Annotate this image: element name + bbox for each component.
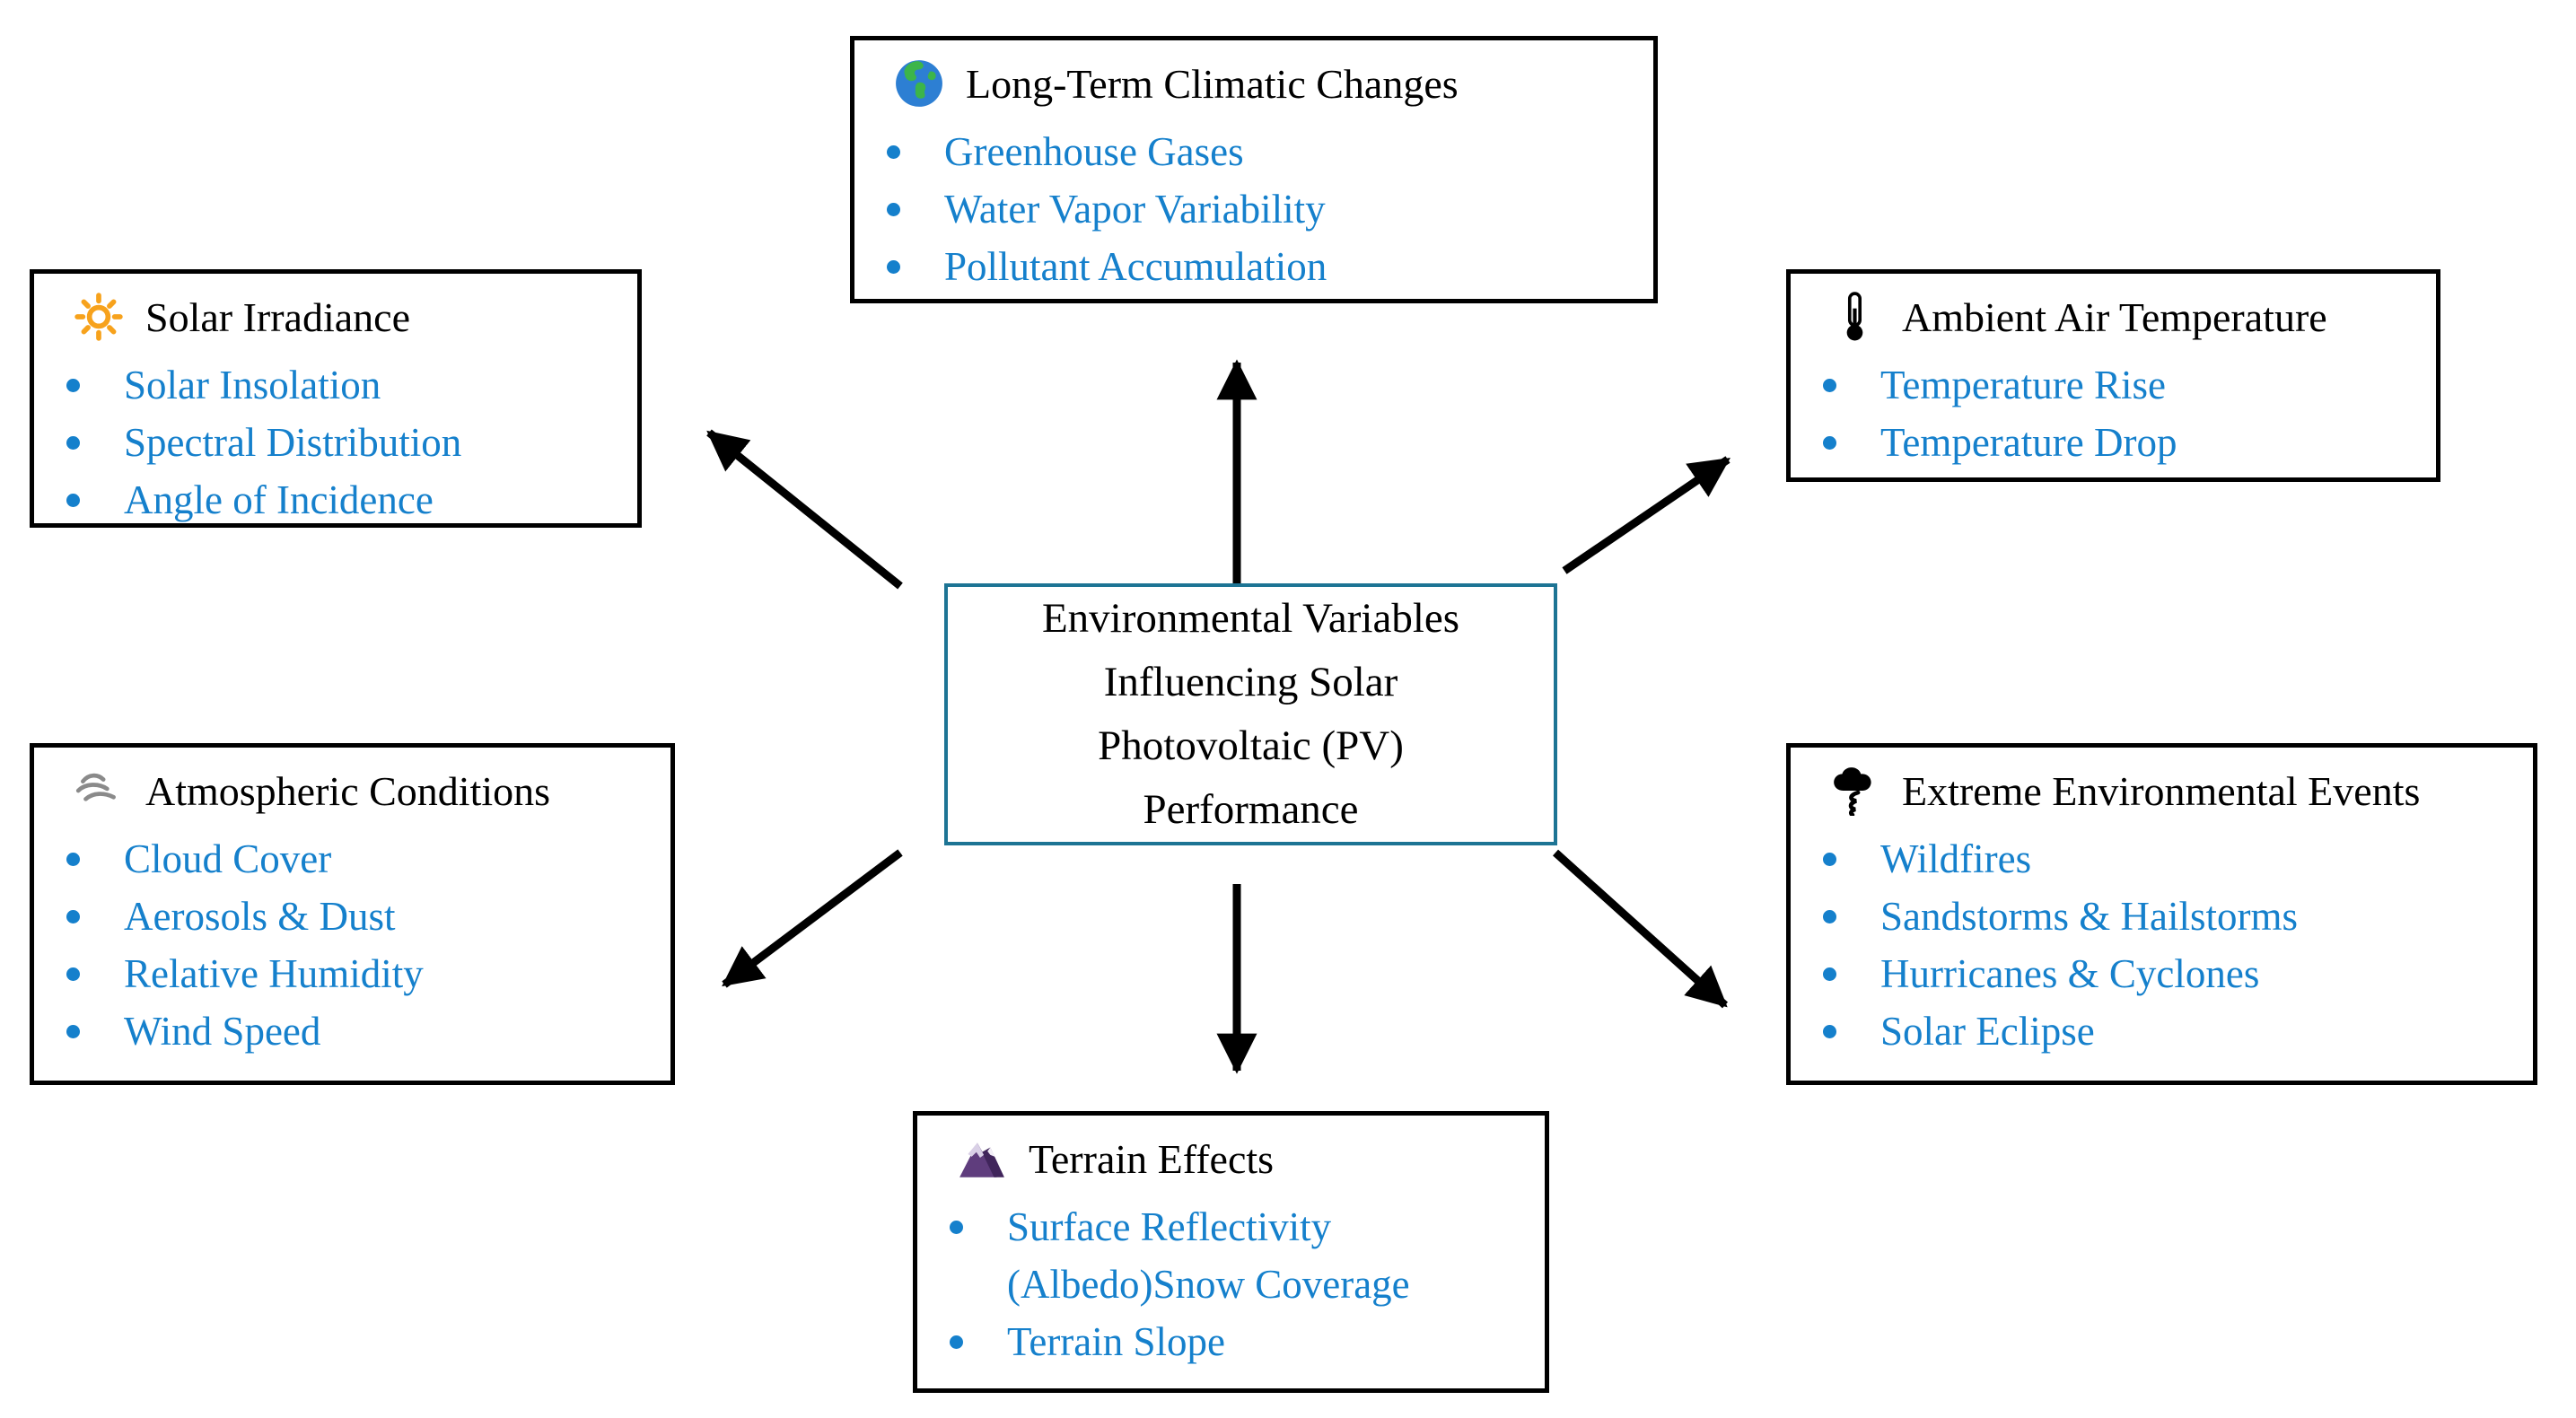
node-title: Long-Term Climatic Changes	[966, 60, 1459, 107]
list-item: Sandstorms & Hailstorms	[1791, 888, 2533, 945]
center-node-environmental-variables: Environmental Variables Influencing Sola…	[944, 583, 1557, 845]
list-item: Relative Humidity	[34, 945, 670, 1002]
list-item: Angle of Incidence	[34, 471, 637, 529]
center-line: Photovoltaic (PV)	[1098, 722, 1404, 769]
list-item: Hurricanes & Cyclones	[1791, 945, 2533, 1002]
list-item: Solar Insolation	[34, 356, 637, 414]
node-title-row: Atmospheric Conditions	[34, 748, 670, 816]
node-terrain-effects: Terrain Effects Surface Reflectivity (Al…	[913, 1111, 1549, 1393]
node-title-row: Extreme Environmental Events	[1791, 748, 2533, 816]
node-long-term-climatic-changes: Long-Term Climatic Changes Greenhouse Ga…	[850, 36, 1658, 303]
node-title: Solar Irradiance	[145, 293, 411, 340]
list-item: Spectral Distribution	[34, 414, 637, 471]
node-item-list: Wildfires Sandstorms & Hailstorms Hurric…	[1791, 830, 2533, 1060]
list-item: Cloud Cover	[34, 830, 670, 888]
list-item: Surface Reflectivity (Albedo)Snow Covera…	[917, 1198, 1545, 1313]
list-item: Solar Eclipse	[1791, 1002, 2533, 1060]
node-title-row: Ambient Air Temperature	[1791, 274, 2436, 342]
sun-icon	[74, 292, 124, 342]
node-item-list: Cloud Cover Aerosols & Dust Relative Hum…	[34, 830, 670, 1060]
list-item: Pollutant Accumulation	[854, 238, 1653, 295]
list-item: Wind Speed	[34, 1002, 670, 1060]
arrow-to-solar-irradiance	[706, 429, 903, 590]
node-title: Extreme Environmental Events	[1902, 767, 2421, 814]
node-title: Terrain Effects	[1029, 1135, 1275, 1182]
node-title: Ambient Air Temperature	[1902, 293, 2327, 340]
center-line: Environmental Variables	[1041, 595, 1460, 642]
node-atmospheric-conditions: Atmospheric Conditions Cloud Cover Aeros…	[30, 743, 675, 1085]
node-title-row: Terrain Effects	[917, 1116, 1545, 1184]
node-title-row: Solar Irradiance	[34, 274, 637, 342]
center-line: Performance	[1143, 786, 1359, 833]
list-item: Wildfires	[1791, 830, 2533, 888]
node-extreme-environmental-events: Extreme Environmental Events Wildfires S…	[1786, 743, 2537, 1085]
node-item-list: Solar Insolation Spectral Distribution A…	[34, 356, 637, 529]
globe-icon	[894, 58, 944, 109]
node-item-list: Surface Reflectivity (Albedo)Snow Covera…	[917, 1198, 1545, 1370]
mountain-icon	[957, 1134, 1007, 1184]
center-line: Influencing Solar	[1103, 659, 1398, 705]
arrow-to-atmospheric-conditions	[722, 849, 903, 988]
thermometer-icon	[1830, 292, 1880, 342]
list-item: Aerosols & Dust	[34, 888, 670, 945]
list-item: Temperature Rise	[1791, 356, 2436, 414]
node-item-list: Temperature Rise Temperature Drop	[1791, 356, 2436, 471]
arrow-to-ambient-air-temperature	[1562, 456, 1730, 574]
list-item: Temperature Drop	[1791, 414, 2436, 471]
list-item: Terrain Slope	[917, 1313, 1545, 1370]
arrow-to-extreme-environmental-events	[1552, 849, 1729, 1009]
node-solar-irradiance: Solar Irradiance Solar Insolation Spectr…	[30, 269, 642, 528]
storm-cloud-icon	[1830, 766, 1880, 816]
node-title: Atmospheric Conditions	[145, 767, 551, 814]
node-ambient-air-temperature: Ambient Air Temperature Temperature Rise…	[1786, 269, 2440, 482]
node-title-row: Long-Term Climatic Changes	[854, 40, 1653, 109]
node-item-list: Greenhouse Gases Water Vapor Variability…	[854, 123, 1653, 295]
list-item: Greenhouse Gases	[854, 123, 1653, 180]
wind-icon	[74, 766, 124, 816]
list-item: Water Vapor Variability	[854, 180, 1653, 238]
